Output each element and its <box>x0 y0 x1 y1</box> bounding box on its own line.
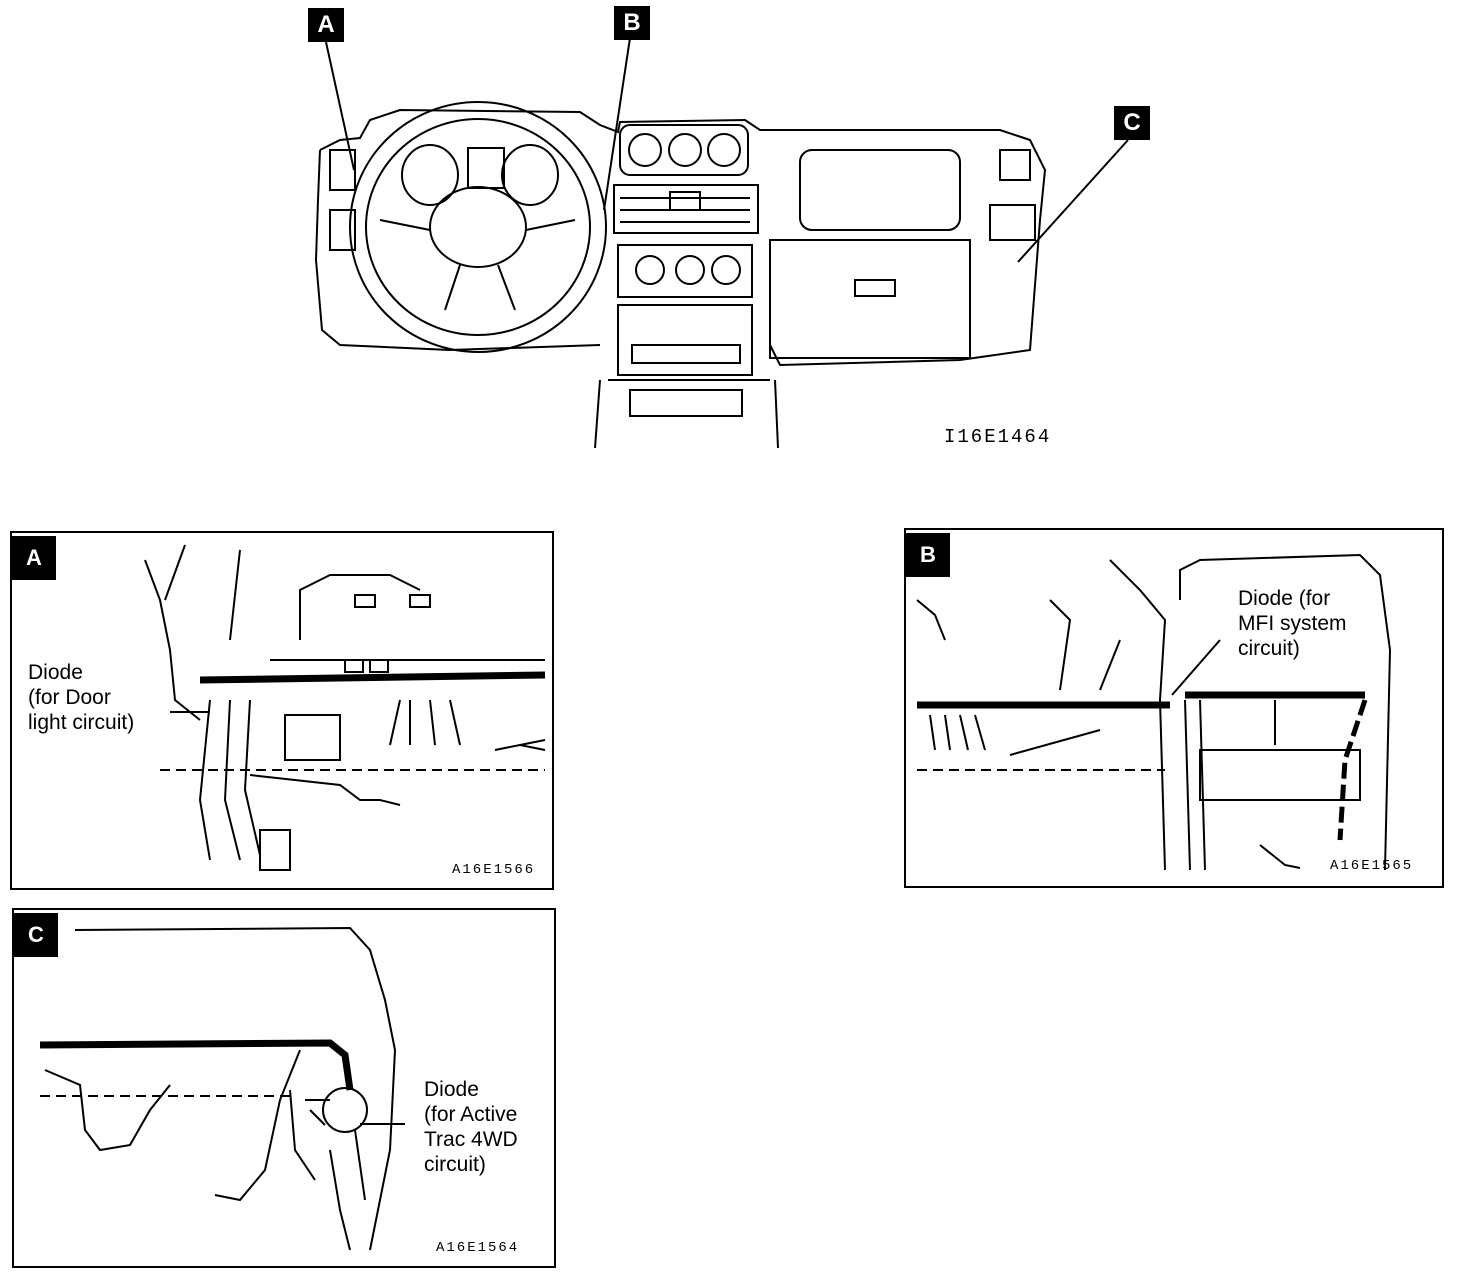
detail-panel-b <box>904 528 1444 888</box>
overview-label-a: A <box>308 8 344 42</box>
panel-c-figure-code: A16E1564 <box>436 1240 520 1256</box>
detail-panel-c <box>12 908 556 1268</box>
panel-a-diode-note: Diode (for Door light circuit) <box>28 661 135 734</box>
overview-figure-code: I16E1464 <box>944 426 1052 448</box>
detail-panel-a <box>10 531 554 890</box>
panel-b-tag: B <box>906 533 950 577</box>
panel-b-figure-code: A16E1565 <box>1330 858 1414 874</box>
overview-label-c: C <box>1114 106 1150 140</box>
panel-c-tag: C <box>14 913 58 957</box>
panel-a-tag: A <box>12 536 56 580</box>
panel-c-diode-note: Diode (for Active Trac 4WD circuit) <box>424 1078 518 1176</box>
overview-label-b: B <box>614 6 650 40</box>
panel-b-diode-note: Diode (for MFI system circuit) <box>1238 587 1347 660</box>
panel-a-figure-code: A16E1566 <box>452 862 536 878</box>
